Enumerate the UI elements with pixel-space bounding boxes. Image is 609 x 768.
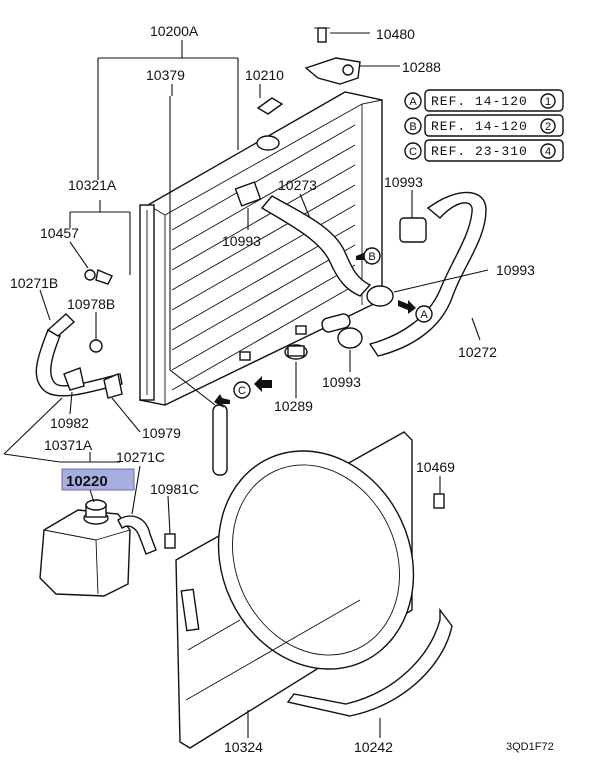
hose-10271B <box>35 329 123 397</box>
label-10978B: 10978B <box>67 296 115 312</box>
drain-plug-10289 <box>284 344 308 360</box>
label-10242: 10242 <box>354 739 393 755</box>
hose-10271C <box>117 515 157 555</box>
clamp-10993-mid <box>366 285 394 307</box>
marker-b: B <box>363 247 381 265</box>
marker-a-letter: A <box>420 309 428 321</box>
label-10993-bottom: 10993 <box>322 374 361 390</box>
label-10324: 10324 <box>224 739 263 755</box>
radiator-core <box>171 124 356 391</box>
reservoir-tank-10371A <box>39 499 131 597</box>
label-10271B: 10271B <box>10 275 58 291</box>
label-10993-right: 10993 <box>496 262 535 278</box>
label-10457: 10457 <box>40 225 79 241</box>
clamp-10993-right-top <box>399 217 427 243</box>
ref-row-b: B REF. 14-120 2 <box>404 114 564 137</box>
label-10288: 10288 <box>402 59 441 75</box>
ref-a-letter: A <box>409 96 417 108</box>
bracket-10982 <box>63 367 85 391</box>
marker-c: C <box>233 381 251 399</box>
label-10273: 10273 <box>278 177 317 193</box>
arrow-to-c-1 <box>254 376 272 392</box>
leader-lines <box>3 32 489 738</box>
fan-shroud-10324 <box>175 431 415 749</box>
part-labels: 10200A 10480 10288 10379 10210 10321A 10… <box>10 23 554 755</box>
overflow-tube <box>212 404 228 476</box>
outlet-pipe <box>321 313 351 333</box>
overflow-line-10379 <box>169 96 216 406</box>
ref-c-num: 4 <box>545 146 551 158</box>
bolt-10981C <box>164 533 176 549</box>
label-10480: 10480 <box>376 26 415 42</box>
marker-c-letter: C <box>238 385 246 397</box>
lower-shroud-10242 <box>286 607 453 717</box>
ref-c-text: REF. 23-310 <box>431 144 528 159</box>
arrow-to-c-2 <box>214 394 230 408</box>
label-10993-top-right: 10993 <box>384 174 423 190</box>
clamp-10993-low <box>337 327 363 349</box>
radiator <box>139 91 383 406</box>
marker-b-letter: B <box>368 251 375 263</box>
ref-b-text: REF. 14-120 <box>431 119 528 134</box>
ref-row-c: C REF. 23-310 4 <box>404 139 564 162</box>
arrow-to-a <box>398 300 416 314</box>
label-10321A: 10321A <box>68 177 117 193</box>
label-10289: 10289 <box>274 398 313 414</box>
bolt-10480 <box>317 27 327 43</box>
label-10993-left: 10993 <box>222 233 261 249</box>
top-bracket <box>304 27 361 85</box>
radiator-cap <box>256 135 280 151</box>
highlight-box-10220 <box>61 468 135 491</box>
reference-legend: A REF. 14-120 1 B REF. 14-120 2 C REF. 2… <box>404 89 564 162</box>
bolt-10469 <box>433 493 445 509</box>
label-10379: 10379 <box>146 67 185 83</box>
ref-b-letter: B <box>409 121 416 133</box>
clamp-10457 <box>84 269 113 285</box>
label-10220: 10220 <box>66 473 108 490</box>
label-10371A: 10371A <box>44 437 93 453</box>
ref-a-num: 1 <box>545 96 551 108</box>
lower-hose-10272 <box>368 191 487 357</box>
label-10200A: 10200A <box>150 23 199 39</box>
label-10271C: 10271C <box>116 449 165 465</box>
radiator-bracket-10210 <box>256 97 284 115</box>
clip-10978B <box>89 339 103 353</box>
clamp-10979 <box>103 373 123 399</box>
label-10982: 10982 <box>50 415 89 431</box>
label-10469: 10469 <box>416 459 455 475</box>
ref-b-num: 2 <box>545 121 551 133</box>
label-10979: 10979 <box>142 425 181 441</box>
clamp-10993-upper-left <box>234 181 262 207</box>
marker-a: A <box>415 305 433 323</box>
ref-a-text: REF. 14-120 <box>431 94 528 109</box>
diagram-code: 3QD1F72 <box>506 741 554 753</box>
ref-row-a: A REF. 14-120 1 <box>404 89 564 112</box>
upper-hose-10273 <box>260 195 372 297</box>
label-10272: 10272 <box>458 344 497 360</box>
label-10981C: 10981C <box>150 481 199 497</box>
label-10210: 10210 <box>245 67 284 83</box>
ref-c-letter: C <box>409 146 417 158</box>
